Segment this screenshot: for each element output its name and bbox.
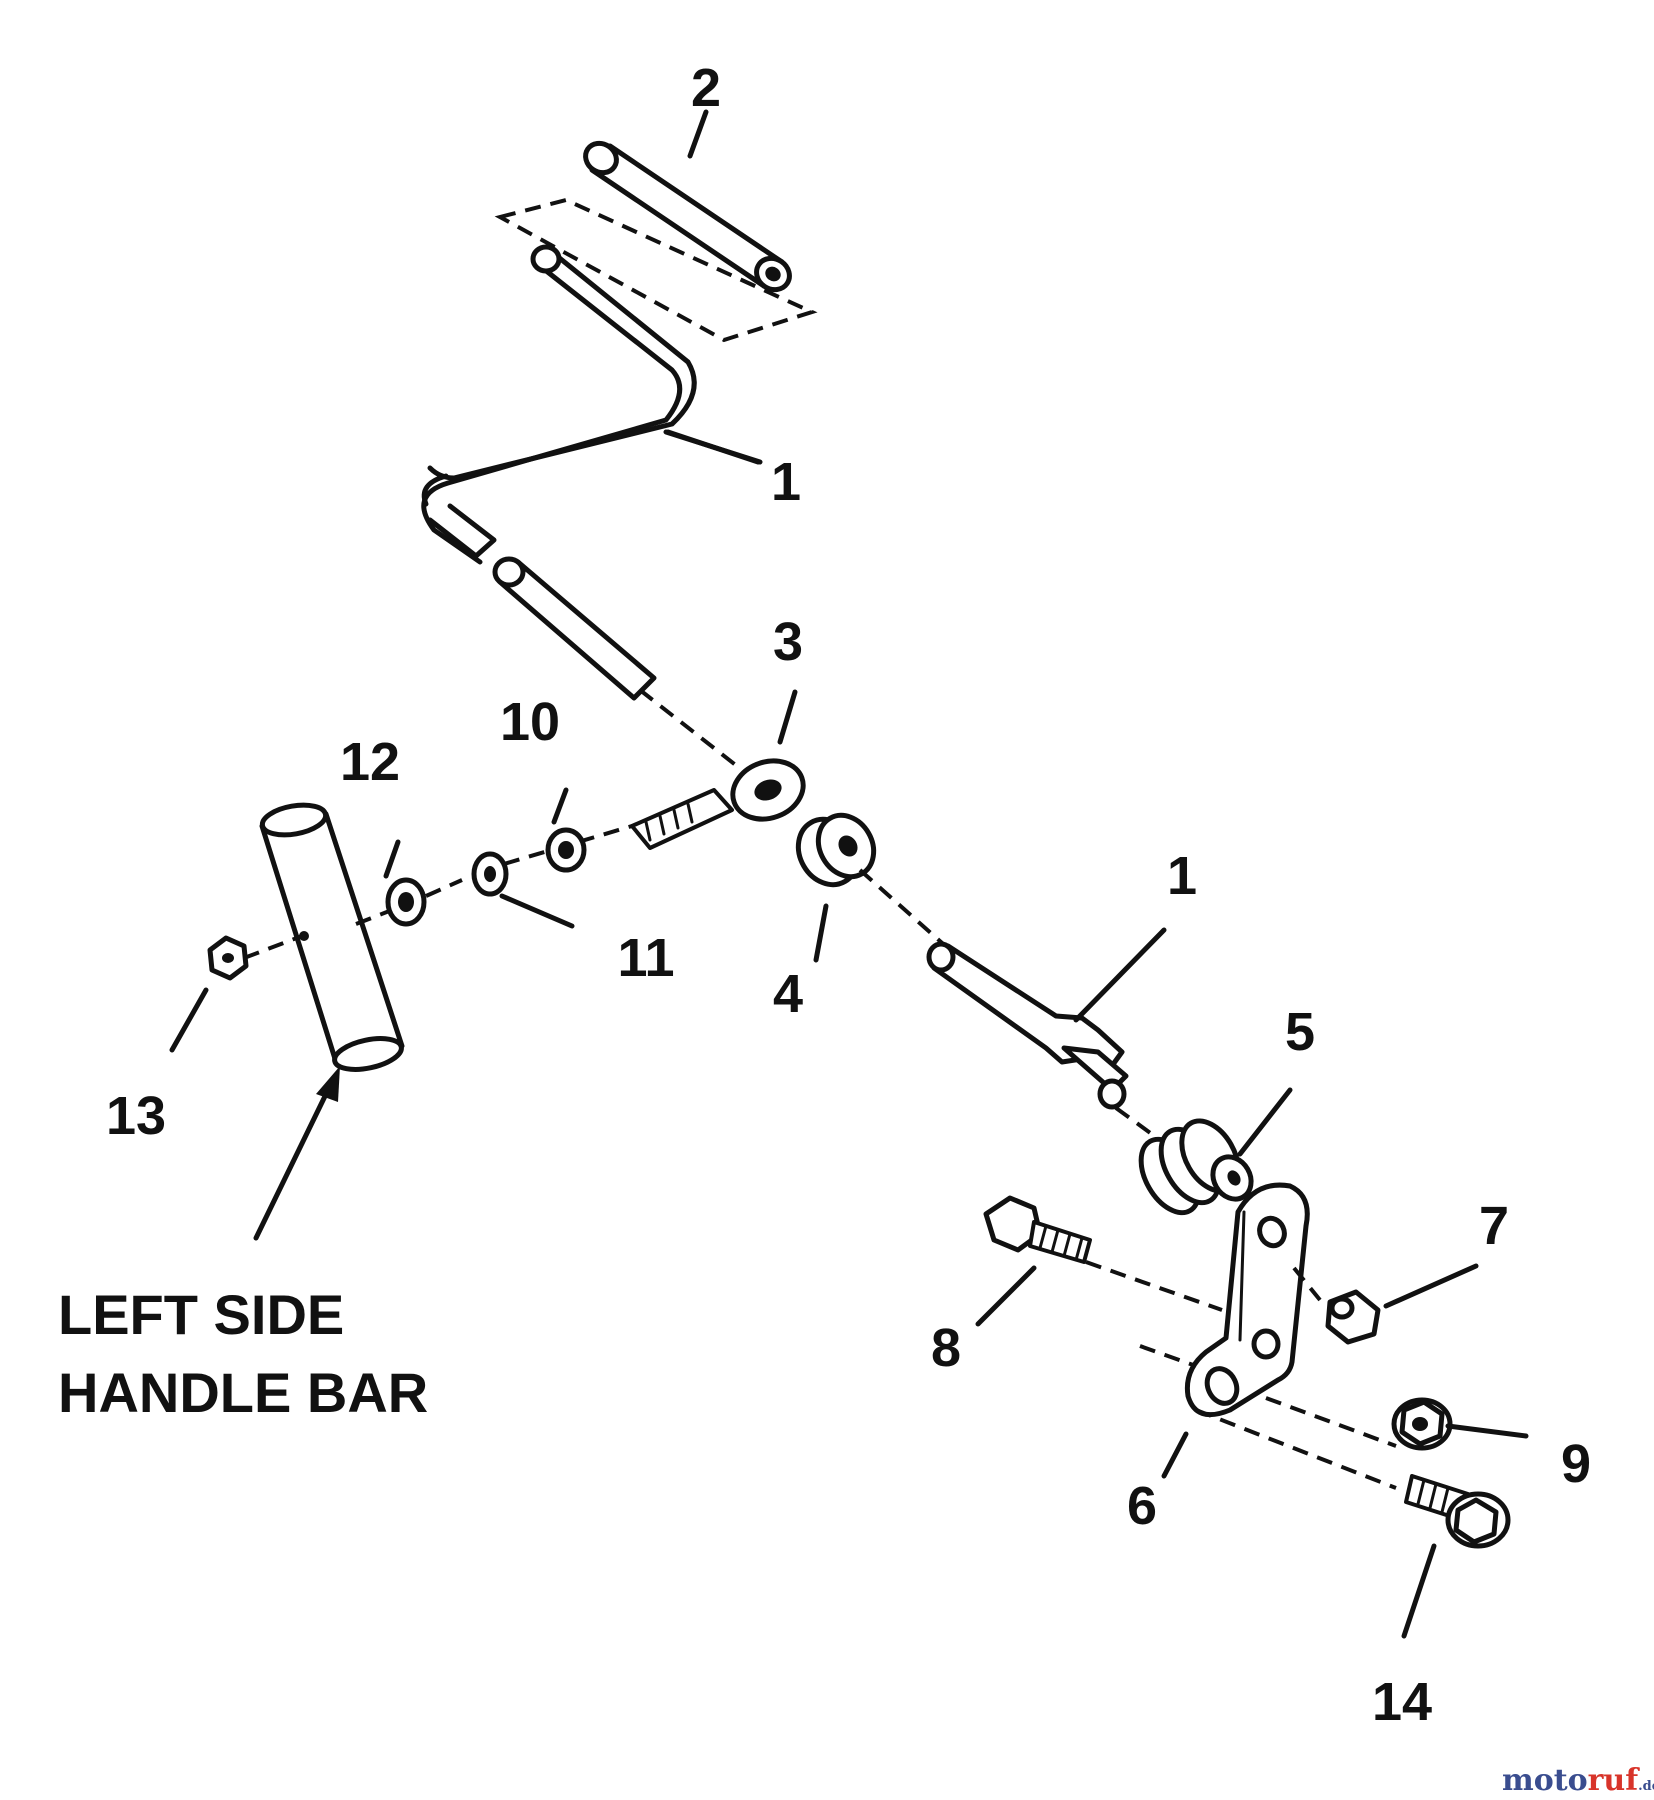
callout-5: 5 xyxy=(1285,1002,1315,1062)
part-8-bolt xyxy=(983,1195,1092,1264)
callout-8: 8 xyxy=(931,1318,961,1378)
callout-1-lower: 1 xyxy=(1167,846,1197,906)
callout-7: 7 xyxy=(1479,1196,1509,1256)
left-handle-bar-tube xyxy=(259,802,405,1072)
part-13-nut xyxy=(207,935,249,981)
part-10-nut xyxy=(545,827,587,873)
callout-6: 6 xyxy=(1127,1476,1157,1536)
part-14-bolt xyxy=(1404,1474,1511,1549)
callout-10: 10 xyxy=(500,692,560,752)
part-7-nut xyxy=(1325,1289,1381,1345)
part-9-nut xyxy=(1391,1397,1453,1451)
svg-text:motoruf.de: motoruf.de xyxy=(1502,1763,1654,1798)
part-6-bracket xyxy=(1184,1182,1310,1418)
callout-12: 12 xyxy=(340,732,400,792)
part-2-grip xyxy=(583,140,792,293)
part-3-clevis xyxy=(630,758,806,850)
callout-1-upper: 1 xyxy=(771,452,801,512)
leader-lines xyxy=(169,109,1529,1639)
watermark-suffix: .de xyxy=(1638,1779,1654,1794)
part-12-washer xyxy=(385,877,427,927)
callout-3: 3 xyxy=(773,612,803,672)
callout-13: 13 xyxy=(106,1086,166,1146)
callout-14: 14 xyxy=(1372,1672,1432,1732)
part-1-handle-rod-upper xyxy=(421,244,697,701)
handle-bar-label-line1: LEFT SIDE xyxy=(58,1283,344,1346)
part-4-bushing xyxy=(795,812,877,888)
part-1-rod-lower xyxy=(926,941,1129,1110)
watermark-brand-b: ruf xyxy=(1588,1763,1641,1798)
callout-2: 2 xyxy=(691,58,721,118)
handle-bar-label: LEFT SIDE HANDLE BAR xyxy=(58,1283,428,1424)
part-5-spring xyxy=(1138,1118,1254,1216)
watermark-logo: motoruf.de xyxy=(1502,1763,1654,1798)
watermark-brand-a: moto xyxy=(1502,1763,1588,1798)
handle-bar-label-line2: HANDLE BAR xyxy=(58,1361,428,1424)
callouts: 2 1 3 4 1 5 6 7 8 9 10 11 12 13 14 xyxy=(106,58,1591,1732)
callout-11: 11 xyxy=(617,928,674,988)
part-11-washer xyxy=(471,851,509,897)
callout-4: 4 xyxy=(773,964,803,1024)
callout-9: 9 xyxy=(1561,1434,1591,1494)
assembly-outline xyxy=(494,197,818,343)
